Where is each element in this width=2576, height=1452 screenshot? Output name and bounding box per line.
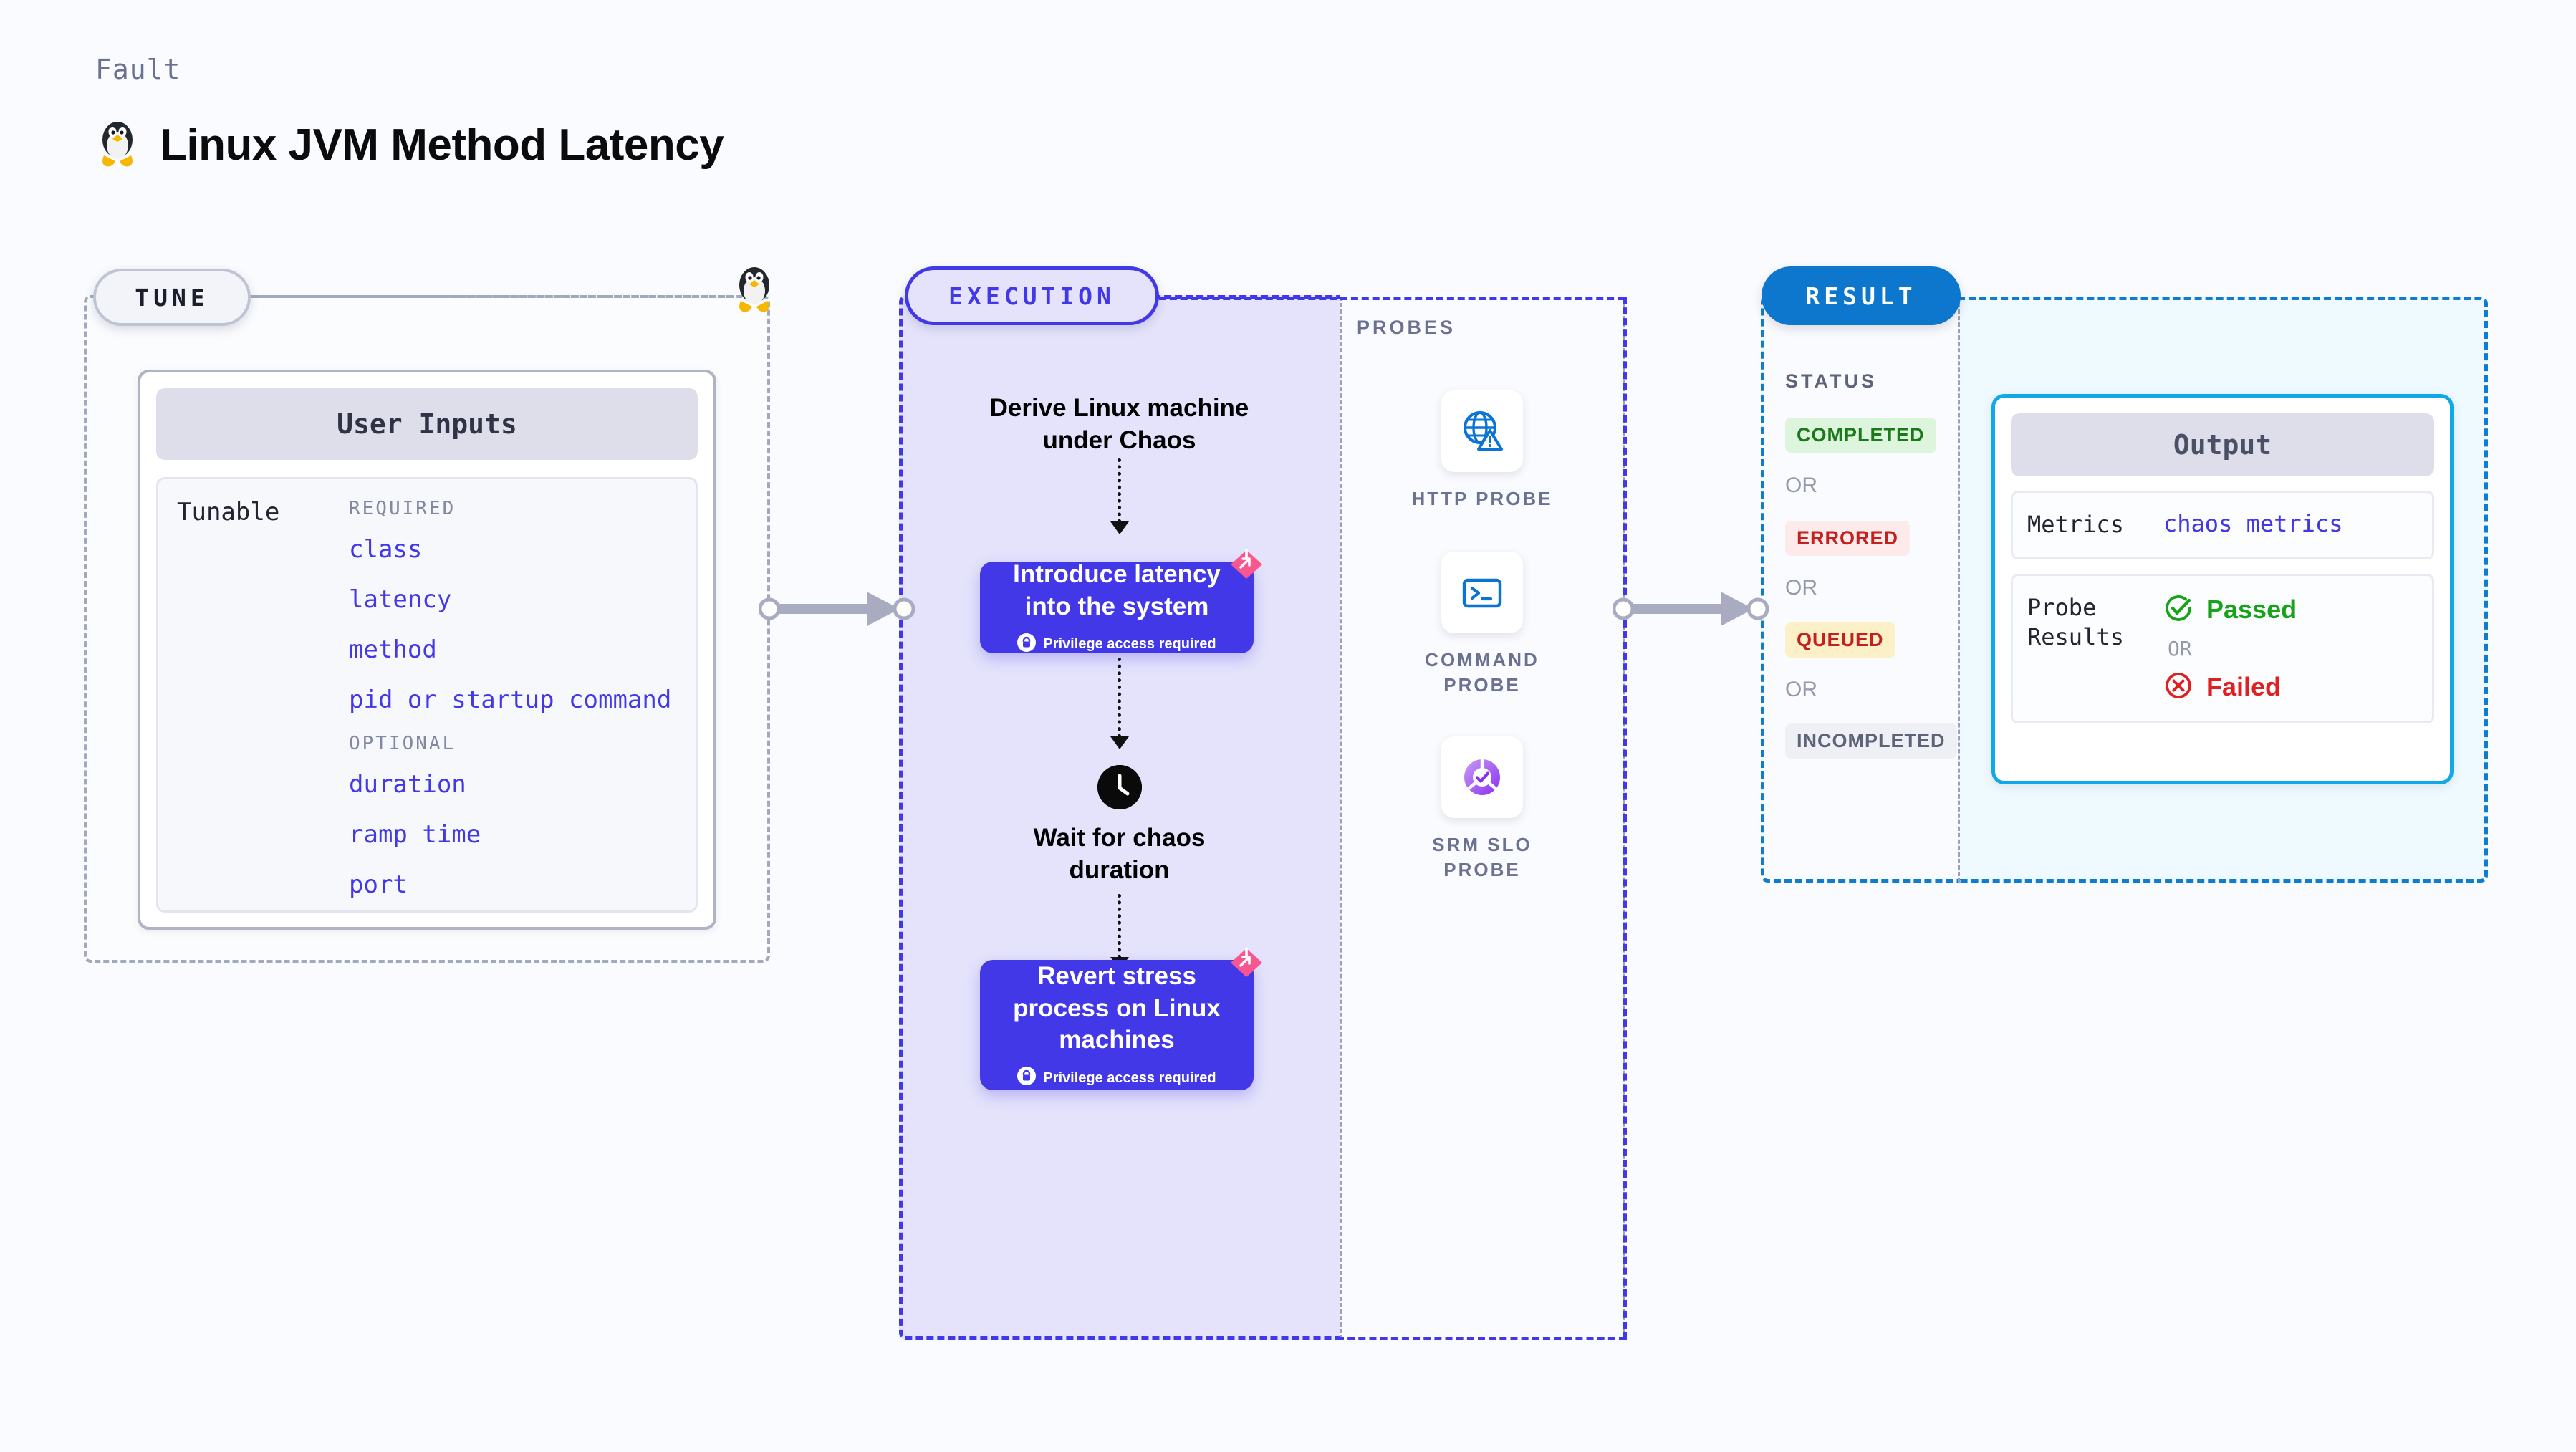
privilege-access-note: Privilege access required — [1017, 633, 1216, 656]
execution-step-derive-machine: Derive Linux machine under Chaos — [989, 394, 1249, 454]
tunable-list: REQUIRED class latency method pid or sta… — [349, 498, 683, 903]
output-probe-results-key: Probe Results — [2027, 593, 2124, 651]
tune-penguin-icon — [732, 264, 777, 317]
connector-execution-to-result — [1613, 592, 1769, 626]
status-title: STATUS — [1785, 370, 1877, 392]
probe-command-label: COMMAND PROBE — [1425, 649, 1539, 696]
flow-dash-2 — [1118, 658, 1121, 738]
status-badge-incompleted: INCOMPLETED — [1785, 723, 1957, 759]
tune-top-dashed-line — [251, 295, 732, 298]
probes-title: PROBES — [1357, 317, 1456, 338]
tunable-item-pid-or-startup-command[interactable]: pid or startup command — [349, 686, 672, 714]
output-title: Output — [2011, 413, 2434, 476]
tune-stage-badge[interactable]: TUNE — [93, 269, 251, 326]
probe-srm-slo-label: SRM SLO PROBE — [1432, 834, 1532, 881]
user-inputs-title: User Inputs — [156, 388, 698, 460]
tunable-item-method[interactable]: method — [349, 635, 437, 664]
page-title-row: Linux JVM Method Latency — [95, 118, 724, 172]
tunable-item-latency[interactable]: latency — [349, 585, 452, 614]
output-metrics-value[interactable]: chaos metrics — [2163, 510, 2343, 537]
probe-result-passed: Passed — [2163, 593, 2418, 627]
lock-icon — [1017, 1067, 1037, 1090]
probe-command[interactable]: COMMAND PROBE — [1396, 552, 1568, 698]
probe-result-failed: Failed — [2163, 670, 2418, 704]
page-title: Linux JVM Method Latency — [160, 120, 724, 170]
tunable-box: Tunable REQUIRED class latency method pi… — [156, 477, 698, 913]
terminal-icon — [1441, 552, 1523, 633]
globe-warning-icon — [1441, 390, 1523, 472]
flow-arrow-1 — [1110, 521, 1129, 534]
probe-srm-slo[interactable]: SRM SLO PROBE — [1396, 736, 1568, 883]
execution-step-revert-stress-process[interactable]: Revert stress process on Linux machines … — [980, 947, 1262, 1090]
connector-tune-to-execution — [759, 592, 915, 626]
x-circle-icon — [2163, 670, 2193, 704]
result-stage-border — [1761, 295, 1961, 883]
execution-dash-bottom — [1337, 1337, 1626, 1340]
tunable-label: Tunable — [177, 498, 280, 527]
result-stage-badge[interactable]: RESULT — [1762, 266, 1961, 325]
litmus-chaos-icon — [1228, 546, 1265, 587]
execution-dash-right — [1623, 297, 1627, 1340]
execution-dash-top — [1159, 297, 1625, 300]
tunable-item-class[interactable]: class — [349, 535, 423, 564]
probe-result-or: OR — [2168, 636, 2192, 660]
execution-step-introduce-latency[interactable]: Introduce latency into the system Privil… — [980, 549, 1262, 656]
result-inner-divider — [1958, 297, 1960, 883]
status-badge-errored: ERRORED — [1785, 521, 1911, 556]
probe-failed-label: Failed — [2206, 672, 2282, 702]
probe-http-label: HTTP PROBE — [1411, 488, 1553, 509]
output-probe-results-row: Probe Results Passed OR — [2011, 573, 2434, 723]
tunable-item-port[interactable]: port — [349, 870, 408, 899]
fault-eyebrow-label: Fault — [95, 54, 181, 85]
tunable-item-duration[interactable]: duration — [349, 770, 466, 799]
litmus-chaos-icon — [1228, 944, 1265, 985]
flow-arrow-2 — [1110, 736, 1129, 749]
output-metrics-key: Metrics — [2027, 511, 2124, 538]
check-circle-icon — [2163, 593, 2193, 627]
status-badge-completed: COMPLETED — [1785, 418, 1936, 453]
output-card: Output Metrics chaos metrics Probe Resul… — [1991, 394, 2454, 784]
output-metrics-row: Metrics chaos metrics — [2011, 491, 2434, 559]
privilege-access-note-2: Privilege access required — [1017, 1067, 1216, 1090]
status-badge-queued: QUEUED — [1785, 622, 1895, 658]
status-or-2: OR — [1785, 576, 1817, 600]
tunable-group-required-title: REQUIRED — [349, 498, 456, 519]
probe-passed-label: Passed — [2206, 595, 2297, 625]
tunable-group-optional-title: OPTIONAL — [349, 733, 456, 754]
slo-check-icon — [1441, 736, 1523, 818]
lock-icon — [1017, 633, 1037, 656]
probe-http[interactable]: HTTP PROBE — [1396, 390, 1568, 511]
flow-dash-1 — [1118, 458, 1121, 523]
status-or-3: OR — [1785, 678, 1817, 701]
execution-step-wait-for-chaos-duration: Wait for chaos duration — [1033, 824, 1206, 884]
flow-dash-3 — [1118, 894, 1121, 958]
status-or-1: OR — [1785, 473, 1817, 497]
linux-penguin-icon — [95, 118, 140, 172]
execution-stage-badge[interactable]: EXECUTION — [905, 266, 1159, 325]
user-inputs-card: User Inputs Tunable REQUIRED class laten… — [138, 370, 716, 930]
tunable-item-ramp-time[interactable]: ramp time — [349, 820, 481, 849]
result-stage — [1761, 295, 1961, 883]
clock-icon — [1097, 765, 1142, 809]
output-probe-results-value: Passed OR Failed — [2163, 593, 2418, 704]
